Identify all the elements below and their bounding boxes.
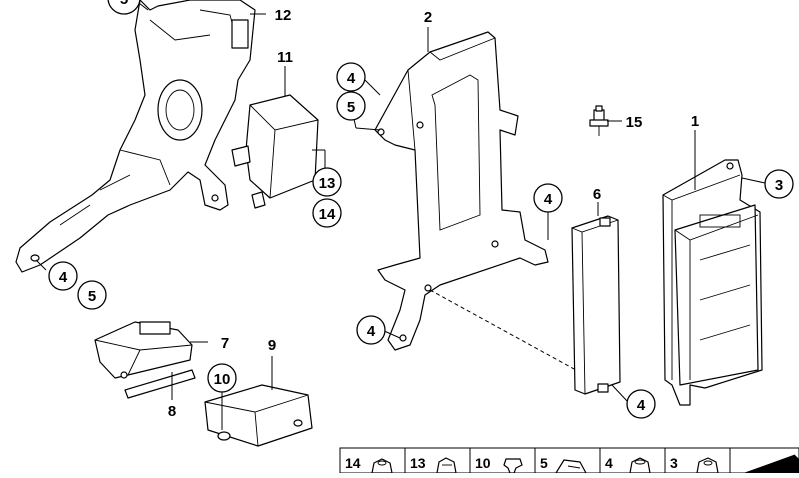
control-unit-1	[662, 159, 763, 406]
callout-2: 2	[424, 9, 432, 26]
callout-9: 9	[268, 337, 276, 354]
control-unit-11	[231, 94, 319, 209]
steering-column-bracket	[15, 0, 256, 273]
sensor-15	[589, 105, 609, 136]
wedge-icon	[744, 454, 799, 474]
callout-4-mid: 4	[544, 191, 553, 208]
legend-label-5: 5	[540, 455, 548, 471]
fastener-legend: 14 13 10 5 4 3	[339, 447, 799, 474]
callout-8: 8	[168, 403, 176, 420]
callout-5-left: 5	[88, 288, 96, 305]
legend-label-14: 14	[345, 455, 361, 471]
legend-label-13: 13	[410, 455, 426, 471]
module-9	[204, 384, 313, 447]
callout-4-lower: 4	[367, 323, 376, 340]
callout-3: 3	[775, 177, 783, 194]
module-7	[94, 321, 193, 379]
callout-14: 14	[319, 206, 336, 223]
dashed-guide	[429, 289, 586, 376]
legend-label-3: 3	[670, 455, 678, 471]
callout-4-upper: 4	[347, 70, 356, 87]
callout-10: 10	[214, 371, 231, 388]
legend-label-4: 4	[605, 455, 613, 471]
callout-5-top: 5	[120, 0, 128, 8]
leader-lines	[35, 0, 766, 430]
callout-11: 11	[277, 49, 293, 66]
callout-5-upper: 5	[347, 99, 355, 116]
callout-12: 12	[275, 7, 292, 24]
pad-8	[124, 369, 196, 399]
callout-13: 13	[319, 175, 336, 192]
callout-15: 15	[626, 114, 643, 131]
legend-label-10: 10	[475, 455, 491, 471]
callout-labels: 5 12 11 13 14 4 5 2 4 5 4 6 15 1 3 4 4 7…	[48, 0, 794, 420]
callout-4-left: 4	[59, 269, 68, 286]
callout-4-lower-right: 4	[637, 397, 646, 414]
module-6	[571, 215, 621, 395]
callout-6: 6	[593, 186, 601, 203]
callout-7: 7	[221, 335, 229, 352]
mounting-bracket-2	[374, 31, 549, 351]
callout-1: 1	[691, 113, 699, 130]
